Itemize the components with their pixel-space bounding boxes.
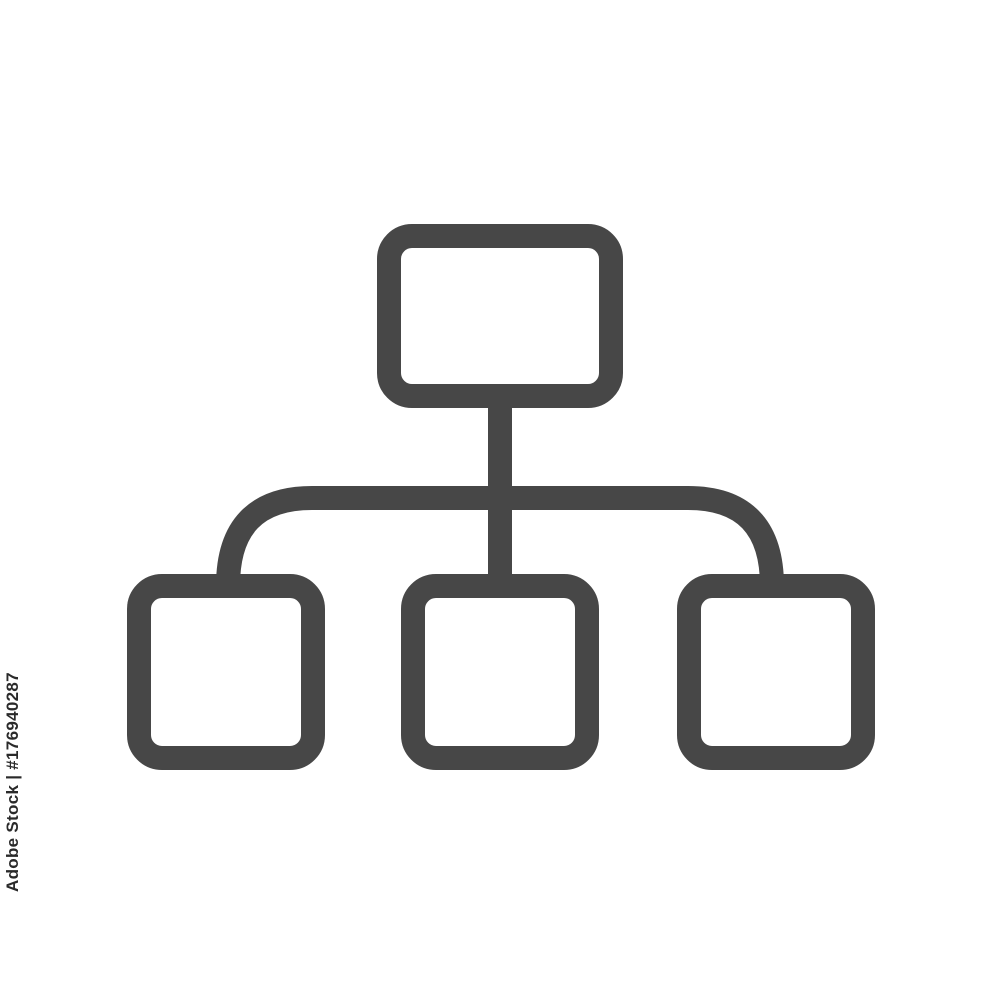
- root-node-box: [377, 224, 623, 408]
- child-node-box-center: [401, 574, 599, 770]
- child-node-box-left: [127, 574, 325, 770]
- stock-id-label: Adobe Stock | #176940287: [3, 672, 22, 892]
- child-node-box-right: [677, 574, 875, 770]
- connector-branch-bus: [216, 486, 784, 587]
